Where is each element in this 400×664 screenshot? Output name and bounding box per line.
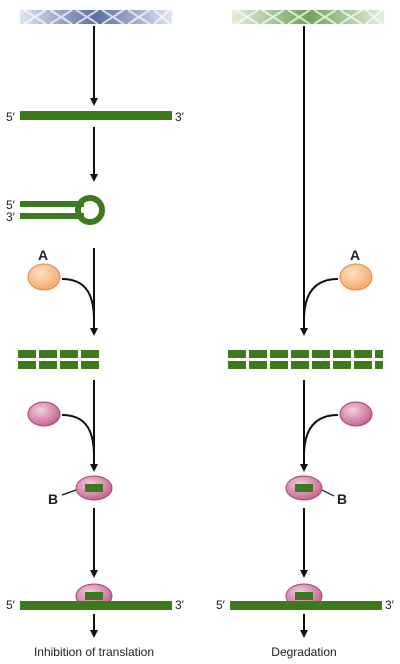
three-prime-label: 3′ [175, 110, 185, 124]
five-prime-label-right: 5′ [216, 598, 226, 612]
label-b-left: B [48, 491, 58, 507]
protein-a-left [27, 263, 61, 291]
label-b-right: B [337, 491, 347, 507]
protein-a-right [339, 263, 373, 291]
right-dna-helix [232, 9, 384, 25]
right-pathway: A B 5′ 3′ [216, 9, 395, 659]
curve-b-right [303, 414, 339, 457]
hairpin-three-prime-label: 3′ [6, 210, 16, 224]
five-prime-label: 5′ [6, 110, 16, 124]
hairpin-five-prime-label: 5′ [6, 198, 16, 212]
short-fragments [18, 350, 99, 369]
five-prime-label-bottom: 5′ [6, 598, 16, 612]
risc-complex-right [285, 475, 323, 501]
curve-b-left [61, 414, 95, 457]
left-rna-strand [20, 111, 172, 120]
outcome-right: Degradation [271, 645, 336, 659]
label-a-right: A [350, 247, 360, 263]
protein-b-right [339, 401, 373, 427]
outcome-left: Inhibition of translation [34, 645, 154, 659]
label-a-left: A [38, 247, 48, 263]
left-target-strand [20, 601, 172, 610]
risc-complex-left [75, 475, 113, 501]
left-pathway: 5′ 3′ 5′ 3′ A B [6, 9, 185, 659]
protein-b-left [27, 401, 61, 427]
left-dna-helix [20, 9, 172, 25]
right-target-strand [230, 601, 382, 610]
three-prime-label-bottom: 3′ [175, 598, 185, 612]
short-fragments-right [228, 350, 383, 369]
curve-a-right [303, 278, 339, 321]
three-prime-label-right: 3′ [385, 598, 395, 612]
leader-b-right [321, 489, 335, 497]
hairpin-rna [20, 195, 105, 225]
leader-b-left [61, 489, 77, 496]
curve-a-left [61, 278, 95, 321]
